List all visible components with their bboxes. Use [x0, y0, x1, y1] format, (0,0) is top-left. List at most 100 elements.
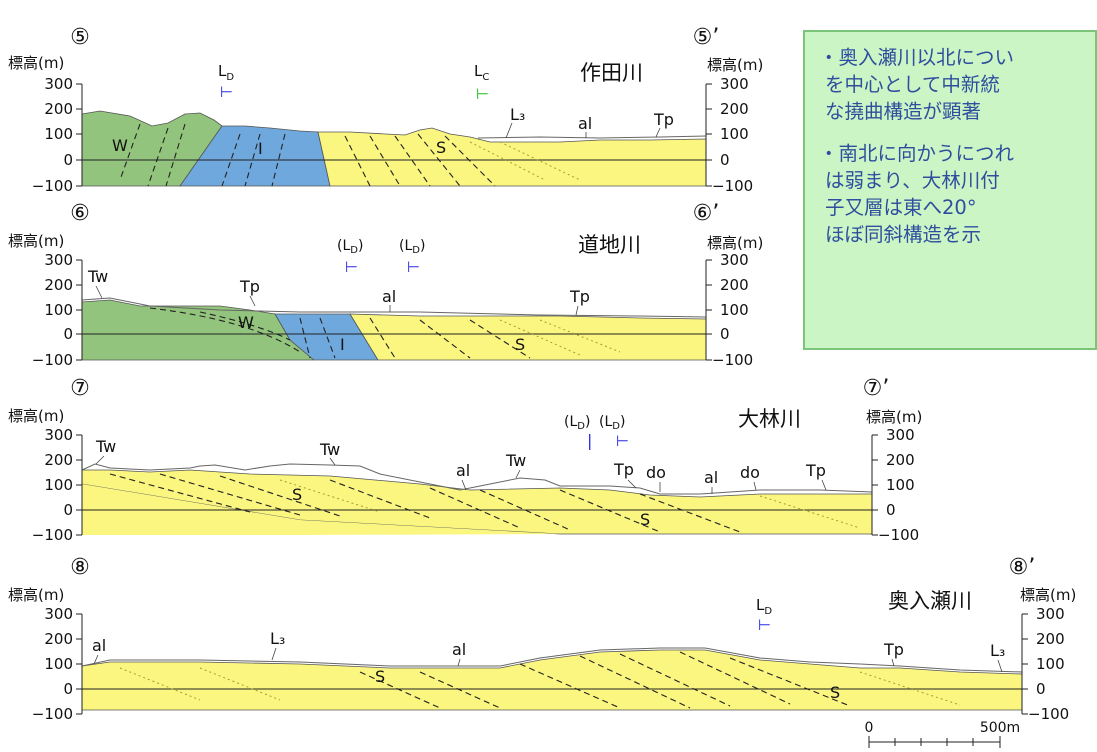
- y-tick-labels-right: 300 200 100 0 −100: [712, 75, 753, 195]
- section-marker-right: ⑧’: [1009, 555, 1036, 580]
- river-name: 作田川: [580, 61, 643, 85]
- right-axis: [705, 259, 712, 361]
- scale-bar-end-label: 500m: [980, 720, 1020, 736]
- section-marker-right: ⑦’: [863, 376, 890, 401]
- section-marker-left: ⑧: [70, 555, 90, 580]
- svg-text:200: 200: [44, 276, 73, 294]
- y-axis-title-right: 標高(m): [866, 408, 922, 426]
- svg-text:S: S: [292, 485, 302, 504]
- svg-text:do: do: [646, 463, 666, 482]
- unit-labels: al L₃ al S S Tp L₃: [92, 629, 1005, 702]
- section-marker-right: ⑤’: [693, 25, 720, 50]
- svg-text:200: 200: [1036, 630, 1065, 648]
- dotted-lines: [469, 141, 581, 181]
- surface-terrace-line: [81, 297, 707, 318]
- svg-text:Tp: Tp: [805, 461, 826, 480]
- fault-dashes: [359, 651, 851, 709]
- svg-text:S: S: [515, 335, 525, 354]
- leader-lines: [93, 647, 1003, 673]
- svg-text:−100: −100: [1028, 705, 1069, 723]
- leader-lines: [95, 455, 827, 494]
- svg-text:−100: −100: [32, 705, 73, 723]
- unit-labels: W I S L₃ al Tp: [112, 105, 674, 158]
- svg-text:⊢: ⊢: [758, 616, 771, 634]
- svg-text:200: 200: [720, 276, 749, 294]
- svg-text:−100: −100: [712, 177, 753, 195]
- lineament-marker: LD ⊢: [756, 596, 772, 634]
- section-marker-right: ⑥’: [693, 201, 720, 226]
- svg-text:S: S: [436, 138, 446, 157]
- svg-text:L₃: L₃: [990, 641, 1005, 660]
- svg-text:−100: −100: [712, 351, 753, 369]
- y-axis-title-left: 標高(m): [8, 407, 64, 425]
- svg-text:W: W: [238, 313, 254, 332]
- unit-labels: Tw Tp W al Tp I S: [87, 267, 590, 354]
- svg-text:300: 300: [886, 426, 915, 444]
- svg-text:LD: LD: [218, 62, 234, 83]
- left-axis: [76, 434, 83, 536]
- lineament-marker: (LD) ⊢: [337, 238, 363, 276]
- unit-I-area: [274, 313, 379, 361]
- callout-line: を中心として中新統: [825, 73, 1000, 96]
- surface-terrace-line: [477, 135, 707, 139]
- svg-text:−100: −100: [32, 351, 73, 369]
- svg-text:Tp: Tp: [883, 640, 904, 659]
- svg-text:Tp: Tp: [239, 277, 260, 296]
- svg-text:100: 100: [1036, 655, 1065, 673]
- river-name: 奥入瀬川: [888, 589, 972, 613]
- svg-text:(LD): (LD): [399, 238, 425, 256]
- svg-text:|: |: [587, 431, 592, 450]
- right-axis: [871, 434, 878, 536]
- svg-text:LC: LC: [474, 62, 489, 83]
- svg-text:al: al: [382, 287, 396, 306]
- svg-text:100: 100: [720, 301, 749, 319]
- left-axis: [76, 83, 83, 187]
- svg-text:200: 200: [720, 100, 749, 118]
- svg-text:0: 0: [63, 680, 73, 698]
- svg-text:300: 300: [720, 75, 749, 93]
- dotted-lines: [119, 667, 961, 706]
- svg-text:300: 300: [44, 251, 73, 269]
- callout-line: ・奥入瀬川以北につい: [819, 46, 1015, 69]
- svg-text:(LD): (LD): [337, 238, 363, 256]
- y-axis-title-left: 標高(m): [8, 586, 64, 604]
- svg-text:100: 100: [886, 476, 915, 494]
- svg-text:0: 0: [886, 501, 896, 519]
- svg-text:0: 0: [63, 151, 73, 169]
- svg-text:0: 0: [1036, 680, 1046, 698]
- lineament-marker: LD ⊢: [218, 62, 234, 101]
- callout-line: な撓曲構造が顕著: [825, 100, 982, 123]
- svg-text:al: al: [456, 461, 470, 480]
- lineament-marker: LC ⊢: [474, 62, 489, 103]
- svg-text:⊢: ⊢: [407, 258, 420, 276]
- unit-S-area: [349, 313, 707, 361]
- svg-text:L₃: L₃: [510, 105, 525, 124]
- svg-text:LD: LD: [756, 596, 772, 617]
- svg-text:200: 200: [886, 451, 915, 469]
- svg-text:−100: −100: [878, 526, 919, 544]
- svg-text:300: 300: [720, 251, 749, 269]
- callout-line: 子又層は東へ20°: [825, 196, 977, 219]
- svg-text:−100: −100: [32, 526, 73, 544]
- callout-line: は弱まり、大林川付: [825, 169, 1000, 192]
- svg-text:S: S: [640, 510, 650, 529]
- river-name: 道地川: [578, 233, 641, 257]
- lineament-marker: (LD) ⊢: [599, 414, 629, 450]
- svg-text:100: 100: [720, 125, 749, 143]
- svg-text:I: I: [258, 139, 263, 158]
- section-marker-left: ⑥: [70, 201, 90, 226]
- unit-S-lower-strip: [82, 484, 560, 535]
- explanation-callout: ・奥入瀬川以北につい を中心として中新統 な撓曲構造が顕著 ・南北に向かうにつれ…: [803, 30, 1097, 350]
- svg-text:Tw: Tw: [505, 451, 526, 470]
- surface-terrace-line: [81, 463, 873, 495]
- svg-text:S: S: [375, 667, 385, 686]
- leader-lines: [95, 285, 579, 316]
- svg-text:0: 0: [63, 501, 73, 519]
- svg-text:0: 0: [720, 151, 730, 169]
